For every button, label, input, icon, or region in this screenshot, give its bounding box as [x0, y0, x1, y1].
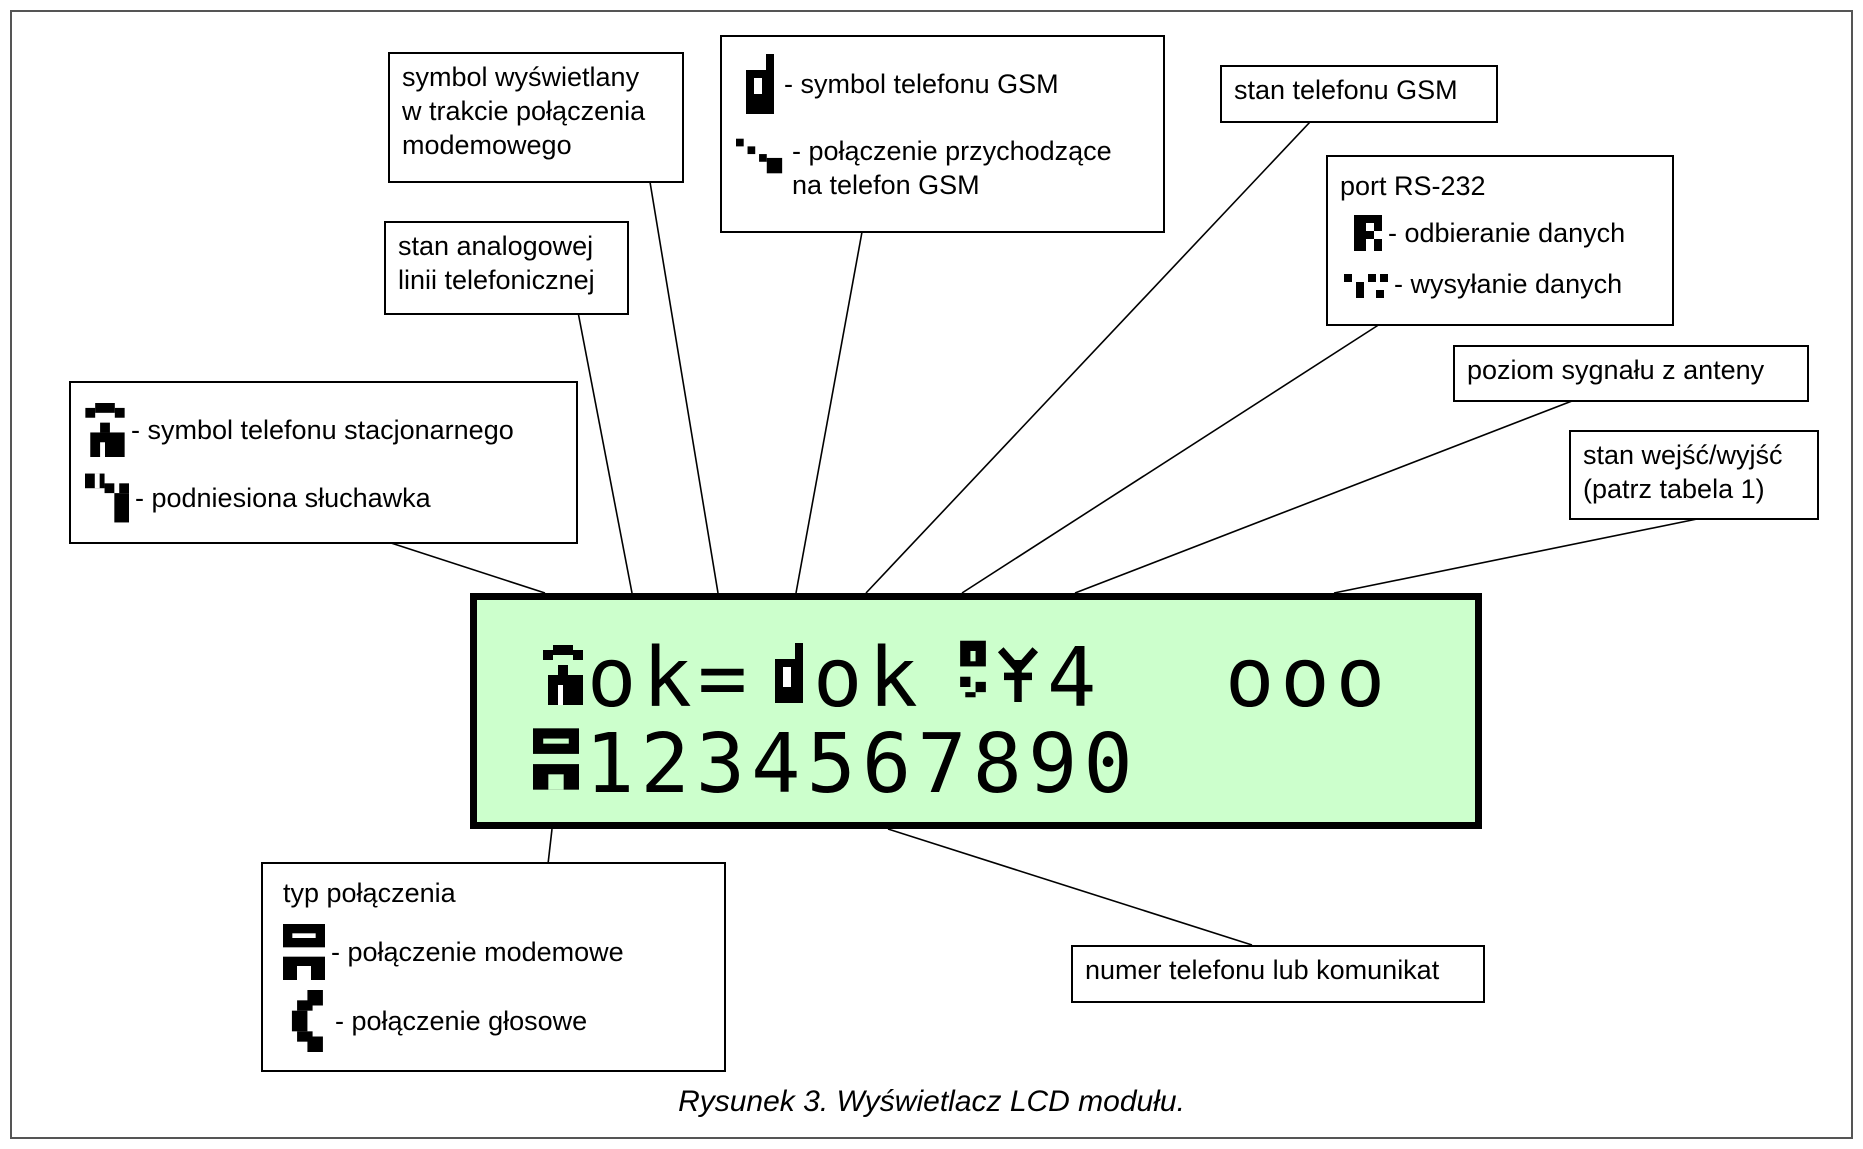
callout-number-message: numer telefonu lub komunikat — [1071, 945, 1485, 1003]
callout-gsm-symbol: - symbol telefonu GSM - połączenie przyc… — [720, 35, 1165, 233]
gsm-symbol-label: - symbol telefonu GSM — [784, 69, 1059, 99]
callout-analog-line: stan analogowej linii telefonicznej — [384, 221, 629, 315]
handset-lifted-icon — [85, 473, 129, 523]
voice-connection-label: - połączenie głosowe — [335, 1006, 588, 1036]
analog-line-1: stan analogowej — [398, 231, 594, 261]
lcd-display: ok= ok 4 ooo — [470, 593, 1482, 829]
leader-landline — [387, 541, 546, 594]
callout-io-state: stan wejść/wyjść (patrz tabela 1) — [1569, 430, 1819, 520]
gsm-incoming-row: - połączenie przychodzące na telefon GSM — [736, 134, 1112, 202]
lcd-line1-io-state: ooo — [1225, 631, 1392, 726]
modem-connection-row: - połączenie modemowe — [283, 924, 624, 980]
lcd-landline-icon — [543, 645, 583, 705]
modem-symbol-line-1: symbol wyświetlany — [402, 62, 640, 92]
gsm-state-label: stan telefonu GSM — [1234, 75, 1458, 105]
leader-gsm-state — [865, 121, 1311, 594]
callout-landline: - symbol telefonu stacjonarnego - podnie… — [69, 381, 578, 544]
modem-symbol-line-2: w trakcie połączenia — [402, 96, 646, 126]
leader-signal — [1074, 400, 1573, 594]
leader-gsm-symbol — [795, 231, 863, 594]
leader-rs232 — [961, 323, 1381, 594]
leader-number-message — [887, 828, 1253, 946]
lcd-line1-analog-status: ok= — [587, 631, 754, 726]
callout-gsm-state: stan telefonu GSM — [1220, 65, 1498, 123]
leader-analog-line — [577, 311, 633, 594]
figure-frame — [10, 10, 1853, 1139]
voice-connection-icon — [291, 990, 323, 1052]
modem-symbol-line-3: modemowego — [402, 130, 572, 160]
leader-io-state — [1333, 517, 1703, 594]
antenna-signal-icon — [997, 647, 1039, 702]
io-state-line-1: stan wejść/wyjść — [1583, 440, 1783, 470]
gsm-phone-icon — [746, 54, 774, 114]
callout-signal: poziom sygnału z anteny — [1453, 345, 1809, 402]
landline-label: - symbol telefonu stacjonarnego — [131, 415, 514, 445]
lcd-line1-signal-level: 4 — [1047, 631, 1103, 726]
modem-connection-label: - połączenie modemowe — [331, 937, 624, 967]
landline-row: - symbol telefonu stacjonarnego — [85, 403, 514, 457]
handset-row: - podniesiona słuchawka — [85, 473, 431, 523]
port-title: port RS-232 — [1340, 171, 1486, 201]
number-message-label: numer telefonu lub komunikat — [1085, 955, 1440, 985]
rs232-send-icon — [1344, 274, 1388, 298]
callout-modem-symbol: symbol wyświetlany w trakcie połączenia … — [388, 52, 684, 183]
figure-caption: Rysunek 3. Wyświetlacz LCD modułu. — [678, 1085, 1185, 1118]
gsm-symbol-row: - symbol telefonu GSM — [746, 53, 1059, 115]
port-tx-label: - wysyłanie danych — [1394, 269, 1623, 299]
analog-line-2: linii telefonicznej — [398, 265, 595, 295]
rs232-receive-icon — [1354, 215, 1382, 251]
landline-phone-icon — [85, 403, 125, 457]
lcd-line1-gsm-status: ok — [813, 631, 924, 726]
signal-label: poziom sygnału z anteny — [1467, 355, 1765, 385]
lcd-modem-connection-icon — [533, 728, 579, 790]
leader-connection-type — [547, 828, 553, 865]
handset-label: - podniesiona słuchawka — [135, 483, 431, 513]
voice-connection-row: - połączenie głosowe — [291, 990, 587, 1052]
gsm-incoming-icon — [736, 138, 783, 174]
callout-rs232: port RS-232 - odbieranie danych — [1326, 155, 1674, 326]
lcd-rs232-icon — [960, 640, 986, 698]
modem-connection-icon — [283, 924, 325, 980]
lcd-line2-number: 1234567890 — [585, 717, 1139, 812]
gsm-incoming-label: - połączenie przychodzące na telefon GSM — [792, 134, 1112, 202]
callout-connection-type: typ połączenia - połączenie modemowe — [261, 862, 726, 1072]
io-state-line-2: (patrz tabela 1) — [1583, 474, 1765, 504]
port-tx-row: - wysyłanie danych — [1344, 267, 1622, 301]
connection-type-title: typ połączenia — [283, 878, 456, 908]
port-rx-label: - odbieranie danych — [1388, 218, 1626, 248]
gsm-incoming-line-1: - połączenie przychodzące — [792, 136, 1112, 166]
port-rx-row: - odbieranie danych — [1354, 215, 1625, 251]
leader-modem-symbol — [649, 181, 719, 594]
lcd-gsm-icon — [775, 643, 803, 703]
gsm-incoming-line-2: na telefon GSM — [792, 170, 980, 200]
